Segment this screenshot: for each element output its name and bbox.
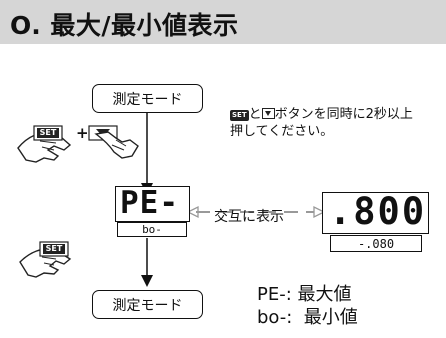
measurement-mode-box-top: 測定モード (92, 84, 203, 113)
measurement-mode-label-top: 測定モード (112, 91, 183, 108)
section-title: O. 最大/最小値表示 (10, 11, 239, 40)
flow-arrowhead-bottom (141, 275, 153, 287)
legend-max: PE-: 最大値 (257, 284, 352, 305)
alternate-display-label: 交互に表示 (214, 209, 284, 225)
pressing-hand-icon-right (94, 131, 139, 159)
set-key-lower-label: SET (45, 244, 63, 253)
main-display: PE- (115, 185, 190, 222)
instruction-line2: 押してください。 (230, 124, 334, 139)
measurement-mode-box-bottom: 測定モード (92, 290, 203, 319)
sub-display-value: bo- (142, 223, 162, 236)
alternate-arrowhead-right (313, 205, 326, 219)
set-key-lower-face (43, 244, 65, 254)
down-arrow-inline-icon (261, 108, 275, 119)
sub-display: bo- (117, 222, 187, 237)
instruction-and: と (248, 107, 262, 122)
set-key-inline-icon: SET (230, 110, 249, 121)
section-header: O. 最大/最小値表示 (0, 0, 446, 44)
main-display-value: PE- (120, 185, 179, 221)
alternate-arrowhead-left (186, 205, 199, 219)
alternate-main-display: .800 (322, 190, 429, 234)
plus-sign: + (76, 124, 89, 142)
alternate-sub-value: -.080 (357, 236, 395, 251)
measurement-mode-label-bottom: 測定モード (112, 297, 183, 314)
legend-min: bo-: 最小値 (257, 307, 358, 328)
set-key-top-face (37, 128, 59, 138)
set-key-top-label: SET (39, 128, 57, 137)
instruction-line1: ボタンを同時に2秒以上 (274, 107, 413, 122)
alternate-main-value: .800 (329, 190, 427, 233)
alternate-sub-display: -.080 (330, 235, 422, 252)
